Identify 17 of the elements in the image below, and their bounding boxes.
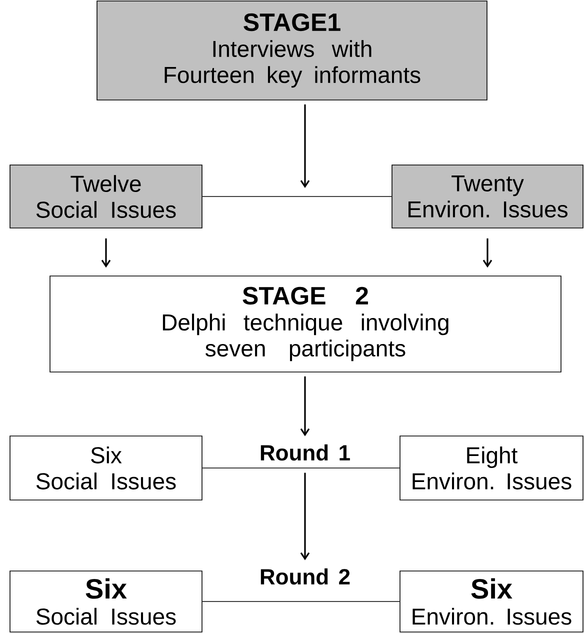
stage-box: STAGE 2 Delphi technique involving seven participants	[50, 276, 562, 372]
connector-line	[202, 196, 392, 197]
issues-box: Six Social Issues	[10, 436, 202, 500]
arrow	[300, 376, 310, 436]
round-label: Round 2	[260, 568, 350, 585]
issues-box: Twenty Environ. Issues	[392, 164, 584, 228]
issues-box: Six Social Issues	[10, 570, 202, 632]
arrow	[101, 238, 111, 268]
issues-box: Eight Environ. Issues	[400, 436, 584, 500]
issues-box: Six Environ. Issues	[400, 570, 584, 632]
connector-line	[202, 601, 400, 602]
arrow	[482, 238, 492, 268]
round-label: Round 1	[260, 444, 350, 461]
arrow	[300, 472, 310, 560]
arrow	[300, 104, 310, 188]
stage-box: STAGE1 Interviews with Fourteen key informants	[96, 0, 488, 100]
issues-box: Twelve Social Issues	[10, 164, 202, 228]
